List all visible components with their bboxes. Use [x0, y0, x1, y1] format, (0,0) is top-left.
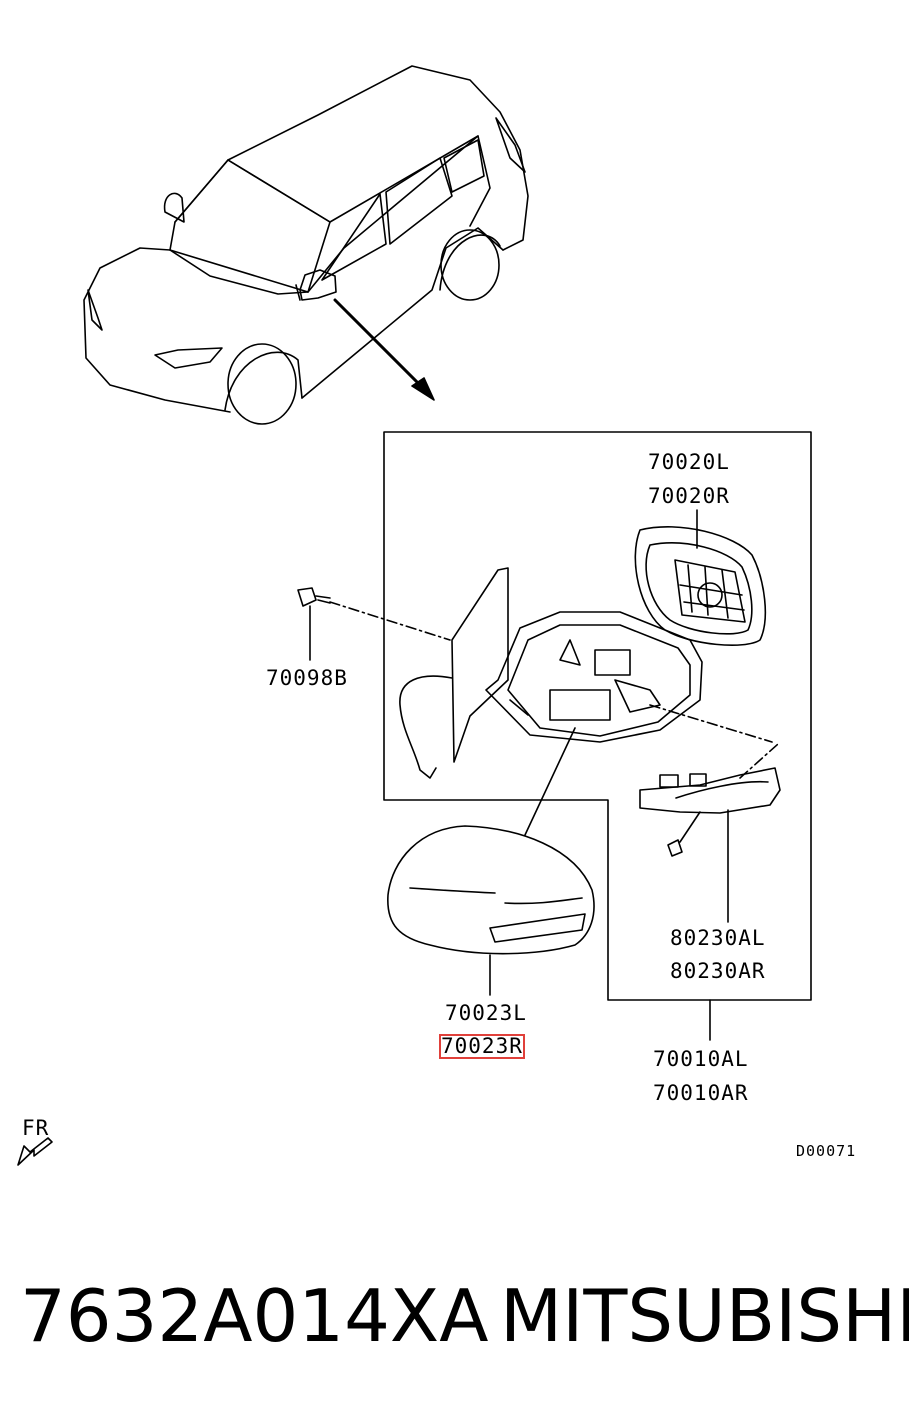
car-illustration [83, 65, 529, 425]
screw-dash [329, 601, 451, 641]
label-glass-left: 70020L [648, 450, 730, 474]
label-assembly-right: 70010AR [653, 1081, 749, 1105]
front-marker: FR [22, 1116, 50, 1140]
diagram-code: D00071 [796, 1142, 857, 1160]
brand-name: MITSUBISHI [500, 1274, 909, 1358]
callout-arrow [333, 298, 435, 401]
label-cover-right-highlighted: 70023R [439, 1034, 525, 1059]
front-arrow-icon [17, 1137, 53, 1166]
label-screw: 70098B [266, 666, 348, 690]
label-lamp-right: 80230AR [670, 959, 766, 983]
mirror-glass [634, 526, 767, 646]
side-turn-lamp [639, 767, 781, 814]
mirror-cover [387, 825, 595, 955]
part-number: 7632A014XA [20, 1274, 489, 1358]
assembly-frame [383, 431, 812, 1001]
mirror-housing [399, 567, 703, 779]
lamp-screw [667, 811, 701, 857]
cover-connector [524, 727, 576, 836]
label-cover-left: 70023L [445, 1001, 527, 1025]
lamp-dash [739, 743, 779, 779]
screw-part [297, 587, 331, 607]
label-lamp-left: 80230AL [670, 926, 766, 950]
label-assembly-left: 70010AL [653, 1047, 749, 1071]
housing-dash [649, 704, 773, 743]
label-glass-right: 70020R [648, 484, 730, 508]
